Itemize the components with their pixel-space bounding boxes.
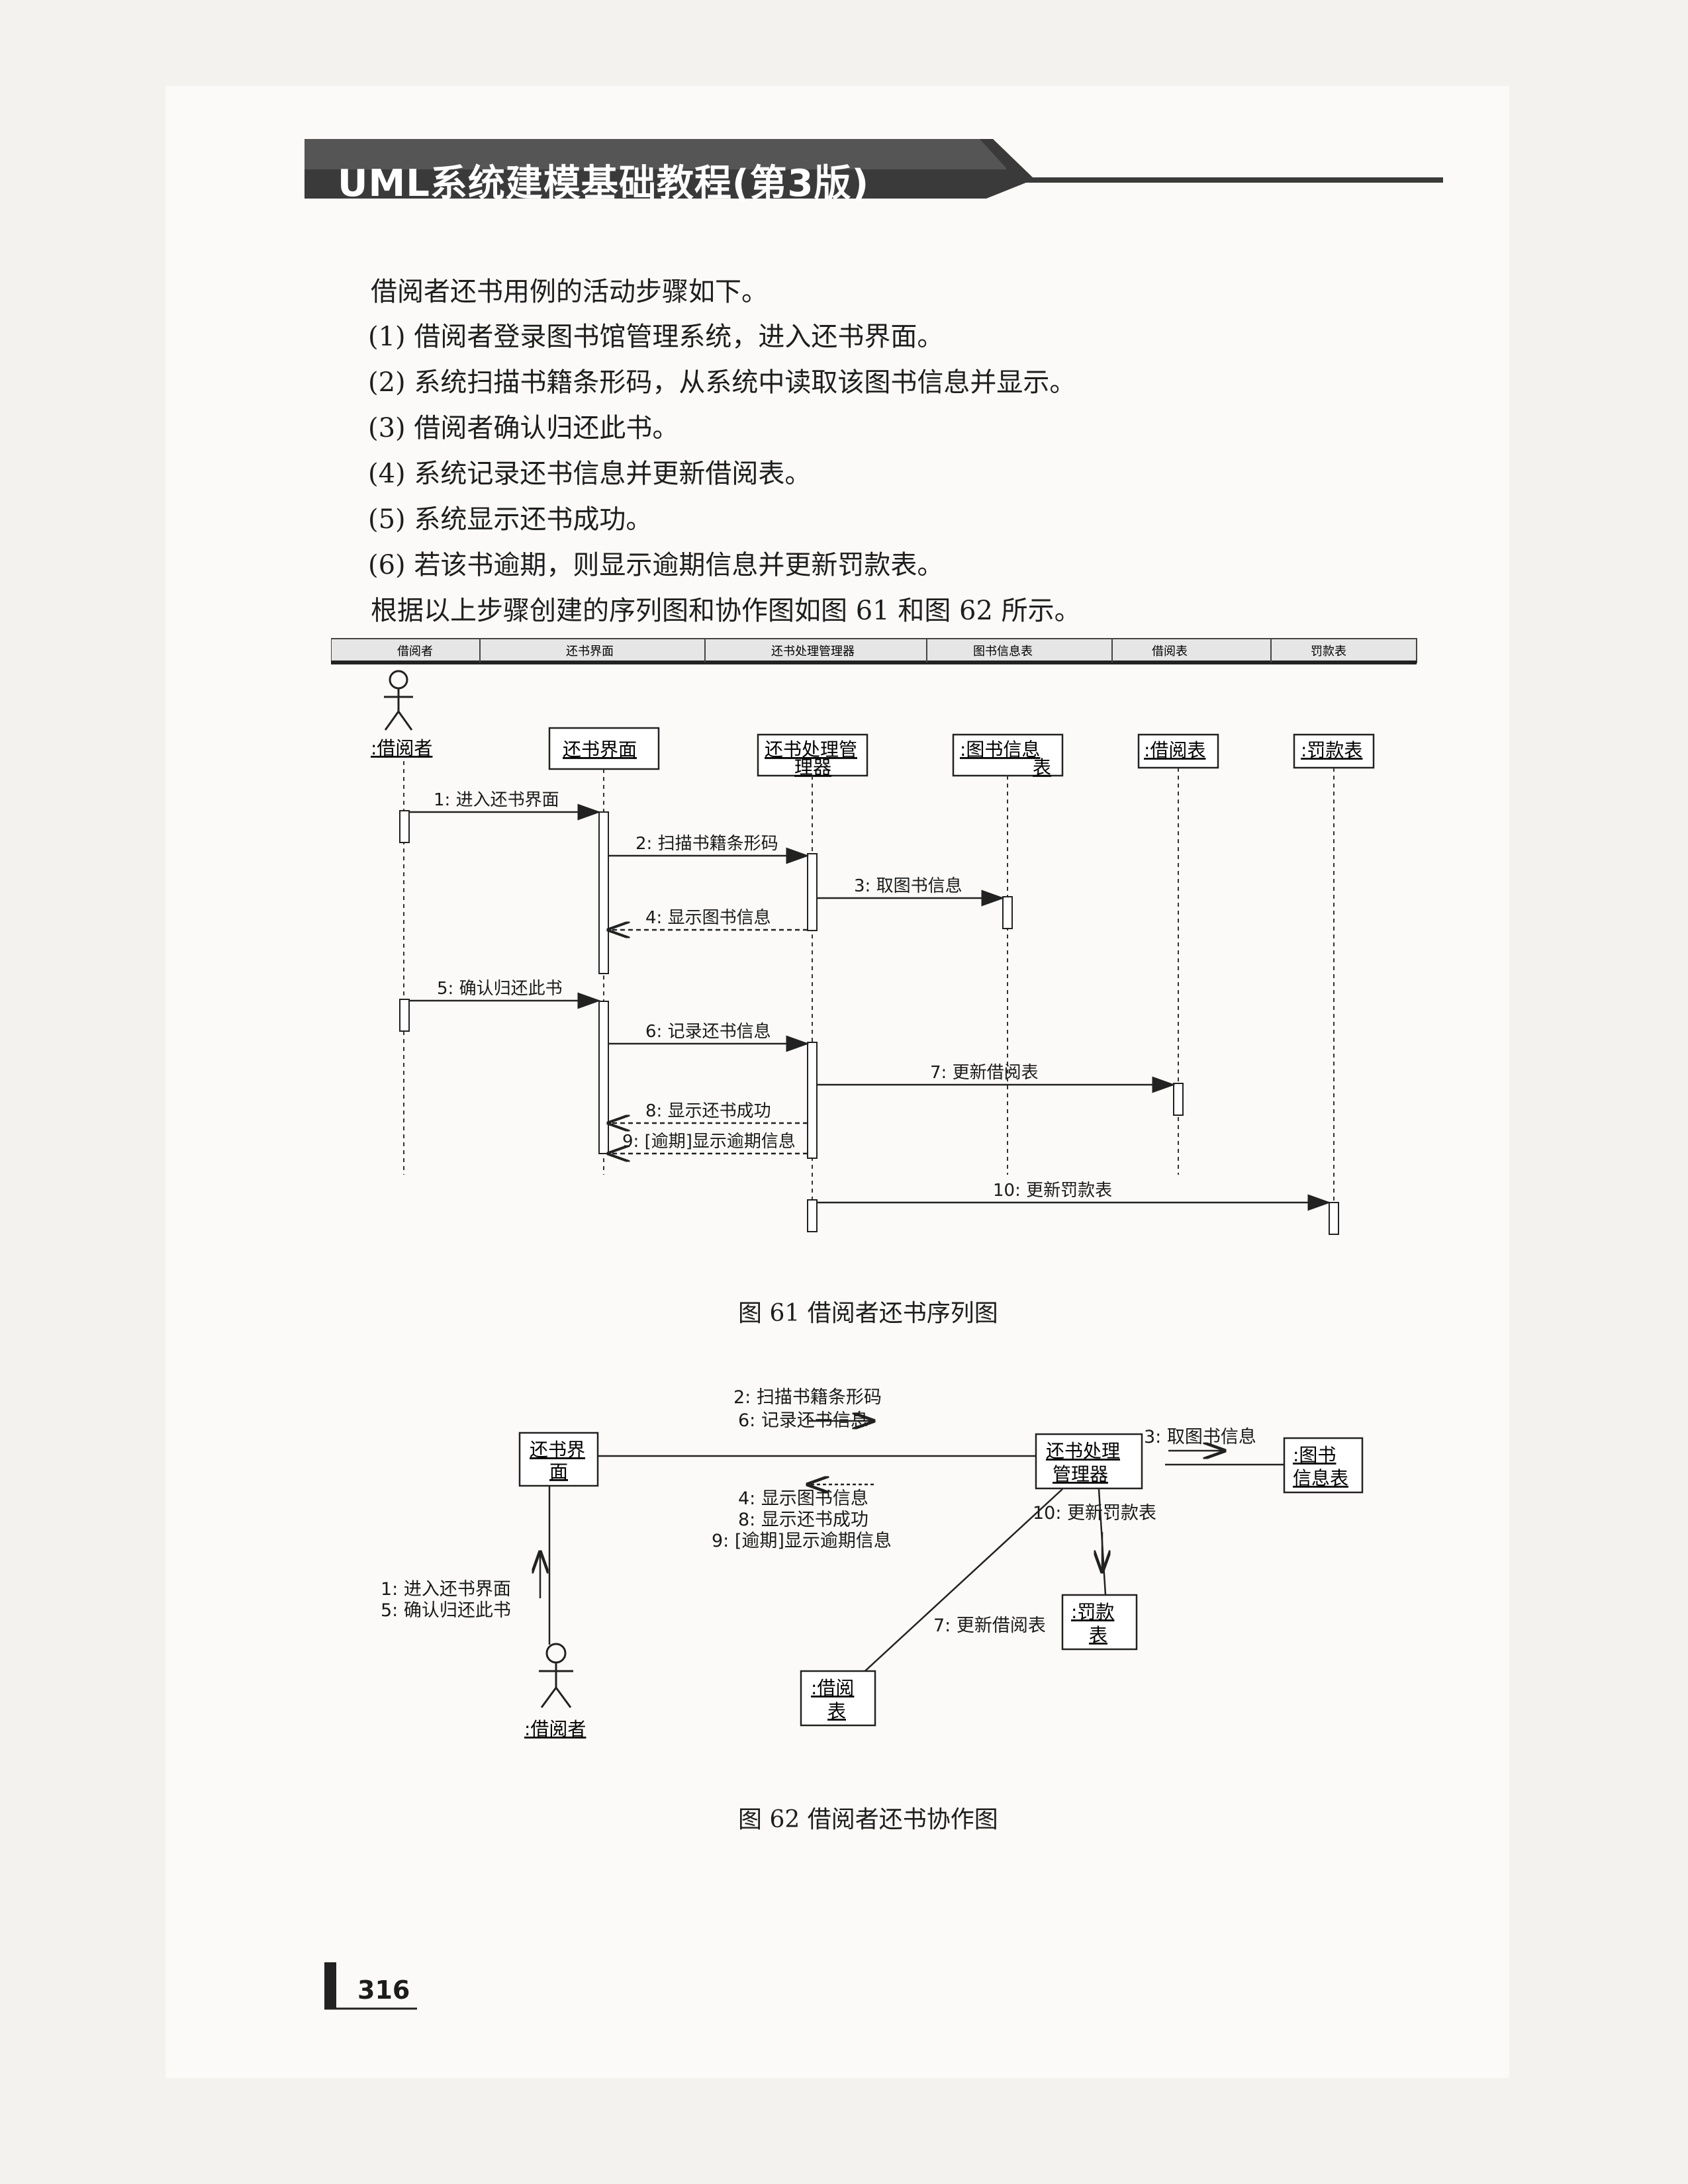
message-label: 4: 显示图书信息 (738, 1488, 868, 1509)
message-label: 8: 显示还书成功 (645, 1101, 771, 1121)
actor-label: :借阅者 (371, 737, 432, 759)
message-label: 1: 进入还书界面 (434, 790, 559, 810)
book-title: UML系统建模基础教程(第3版) (338, 162, 870, 205)
object-label: 还书处理 (1046, 1440, 1120, 1462)
message-label: 9: [逾期]显示逾期信息 (712, 1531, 892, 1551)
message-label: 5: 确认归还此书 (381, 1600, 511, 1621)
message-label: 6: 记录还书信息 (738, 1410, 868, 1431)
intro-text: 借阅者还书用例的活动步骤如下。 (371, 277, 768, 307)
page-number: 316 (357, 1976, 410, 2005)
sequence-diagram: 借阅者 还书界面 还书处理管理器 图书信息表 借阅表 罚款表 :借阅者 还书界面… (331, 638, 1417, 1235)
object-label: 管理器 (1053, 1463, 1108, 1485)
message-label: 10: 更新罚款表 (1033, 1503, 1156, 1524)
object-label: :罚款 (1071, 1601, 1114, 1623)
message-label: 7: 更新借阅表 (933, 1615, 1046, 1636)
object-label: :借阅 (811, 1677, 854, 1699)
message-label: 10: 更新罚款表 (993, 1181, 1112, 1201)
object-box (1035, 1433, 1143, 1490)
message-label: 3: 取图书信息 (1144, 1427, 1256, 1447)
step-5: (5) 系统显示还书成功。 (368, 504, 653, 535)
object-label: 信息表 (1293, 1467, 1348, 1489)
object-label: 理器 (794, 756, 831, 778)
object-label: 还书界面 (563, 739, 637, 760)
message-label: 2: 扫描书籍条形码 (635, 834, 778, 854)
object-label: 还书界 (530, 1439, 585, 1461)
message-label: 9: [逾期]显示逾期信息 (622, 1132, 796, 1152)
object-box (757, 733, 868, 777)
collaboration-diagram: 还书界 面 还书处理 管理器 :图书 信息表 :罚款 表 :借阅 表 :借阅者 … (381, 1387, 1364, 1740)
lane-label: 借阅表 (1152, 645, 1188, 659)
object-box (800, 1670, 876, 1727)
object-box (952, 733, 1064, 777)
actor-label: :借阅者 (524, 1718, 586, 1740)
object-label: :借阅表 (1144, 739, 1205, 761)
object-box (1293, 733, 1375, 769)
object-label: 表 (827, 1700, 846, 1722)
message-label: 6: 记录还书信息 (645, 1022, 771, 1042)
conclusion-text: 根据以上步骤创建的序列图和协作图如图 61 和图 62 所示。 (371, 596, 1081, 626)
object-label: 表 (1033, 756, 1051, 778)
book-page (165, 86, 1509, 2078)
page-number-marker (324, 1962, 417, 2010)
actor-figure (539, 1643, 573, 1708)
message-label: 4: 显示图书信息 (645, 908, 771, 928)
object-label: 面 (549, 1461, 568, 1482)
message-label: 3: 取图书信息 (854, 876, 962, 896)
step-6: (6) 若该书逾期，则显示逾期信息并更新罚款表。 (368, 550, 944, 580)
chapter-header-band (305, 139, 1443, 199)
lane-label: 罚款表 (1311, 645, 1346, 659)
object-box (1283, 1437, 1364, 1494)
lane-label: 还书界面 (566, 645, 614, 659)
figure-61-caption: 图 61 借阅者还书序列图 (738, 1300, 998, 1327)
object-label: :罚款表 (1301, 739, 1362, 761)
step-3: (3) 借阅者确认归还此书。 (368, 413, 679, 443)
object-label: 还书处理管 (765, 739, 857, 760)
object-label: 表 (1089, 1624, 1107, 1646)
lane-label: 图书信息表 (973, 645, 1033, 659)
object-box (1061, 1594, 1138, 1651)
message-label: 8: 显示还书成功 (738, 1510, 868, 1530)
step-4: (4) 系统记录还书信息并更新借阅表。 (368, 459, 812, 489)
figure-62-caption: 图 62 借阅者还书协作图 (738, 1806, 998, 1833)
object-label: :图书信息 (960, 739, 1040, 760)
object-box (518, 1432, 599, 1487)
message-label: 1: 进入还书界面 (381, 1579, 511, 1600)
actor-figure (384, 670, 413, 731)
lane-label: 还书处理管理器 (771, 645, 855, 659)
step-1: (1) 借阅者登录图书馆管理系统，进入还书界面。 (368, 322, 944, 352)
lane-label: 借阅者 (397, 645, 433, 659)
object-box (1137, 733, 1219, 769)
message-label: 7: 更新借阅表 (930, 1063, 1039, 1083)
message-label: 2: 扫描书籍条形码 (733, 1387, 882, 1408)
object-box (548, 727, 660, 770)
object-label: :图书 (1293, 1444, 1336, 1466)
message-label: 5: 确认归还此书 (437, 979, 563, 999)
step-2: (2) 系统扫描书籍条形码，从系统中读取该图书信息并显示。 (368, 367, 1076, 398)
